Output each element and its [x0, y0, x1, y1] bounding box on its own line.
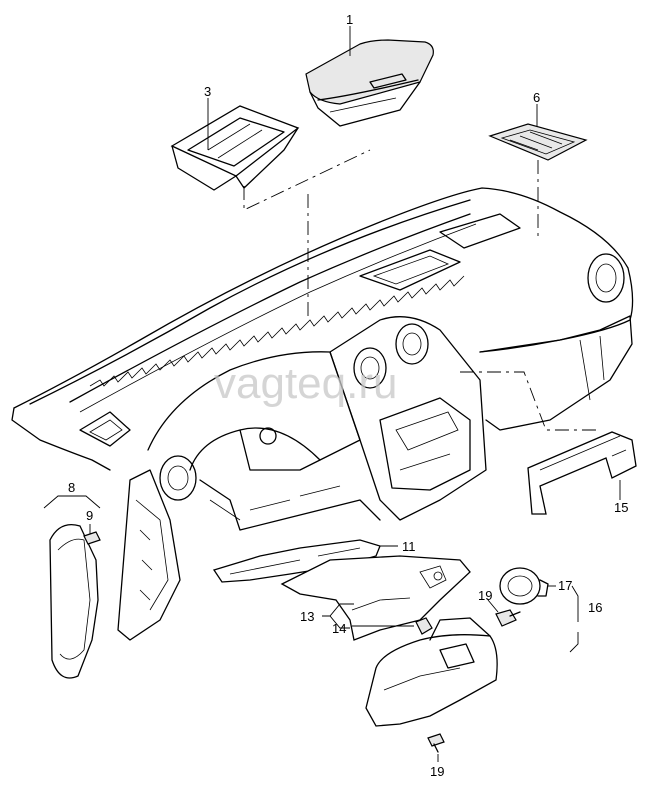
callout-19-lower: 19 [430, 764, 444, 779]
lower-steering-trim [365, 617, 498, 727]
dashboard-panel [11, 187, 634, 641]
part-8-side-trim [49, 523, 99, 679]
callout-14: 14 [332, 621, 346, 636]
callout-9: 9 [86, 508, 93, 523]
watermark: vagteq.ru [214, 359, 397, 408]
callout-15: 15 [614, 500, 628, 515]
part-19-screw-upper [495, 609, 521, 627]
part-9-clip [83, 531, 101, 545]
callout-11: 11 [402, 539, 416, 554]
part-15-bracket [527, 431, 637, 515]
leader-lines [43, 26, 621, 762]
callout-3: 3 [204, 84, 211, 99]
callout-6: 6 [533, 90, 540, 105]
callout-8: 8 [68, 480, 75, 495]
callout-16: 16 [588, 600, 602, 615]
part-14-bracket [415, 617, 433, 635]
part-17-ring [499, 567, 549, 605]
callout-13: 13 [300, 609, 314, 624]
part-6-speaker-grille [488, 123, 588, 161]
part-11-cover [212, 539, 381, 583]
part-1-storage-tray [305, 39, 434, 127]
callout-19-upper: 19 [478, 588, 492, 603]
callout-17: 17 [558, 578, 572, 593]
part-19-screw-lower [427, 733, 445, 753]
callout-1: 1 [346, 12, 353, 27]
part-3-storage-box [170, 105, 300, 191]
